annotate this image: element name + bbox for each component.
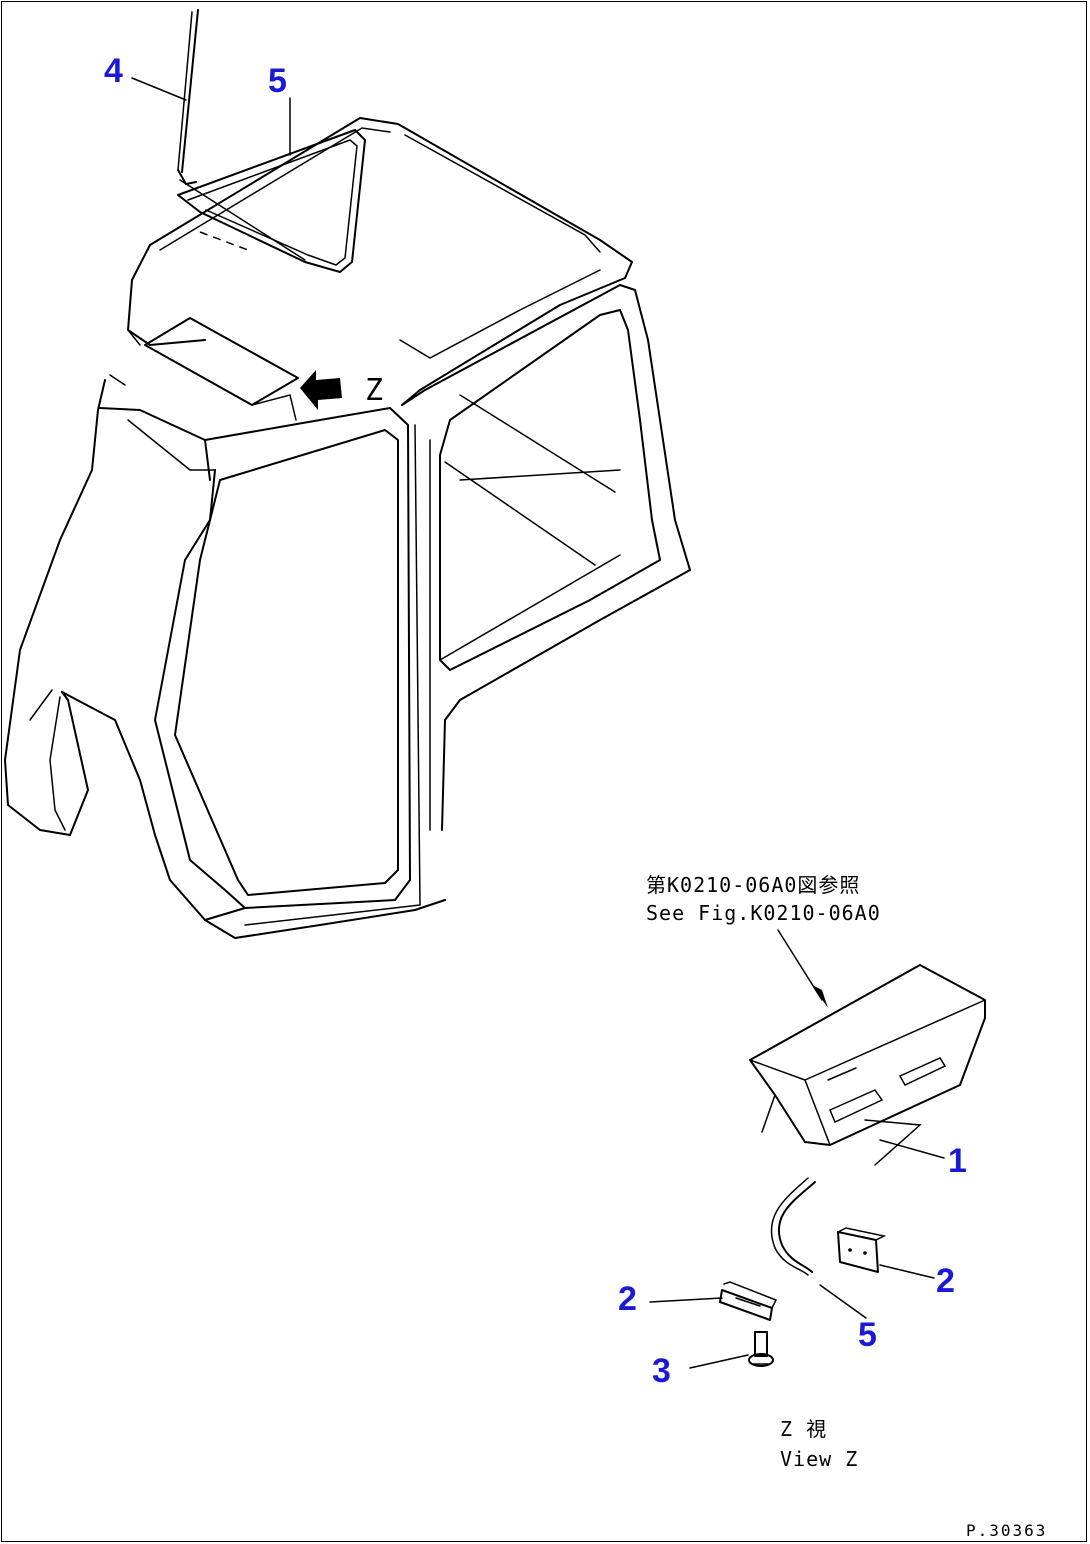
console-unit <box>749 964 986 1166</box>
leader-lines <box>131 77 945 1369</box>
callout-5-bottom: 5 <box>858 1316 877 1354</box>
bracket-right <box>837 1227 887 1273</box>
view-label-en: View Z <box>780 1447 858 1471</box>
cab-body <box>4 117 691 939</box>
drawing-number: P.30363 <box>966 1521 1047 1540</box>
callout-5-top: 5 <box>268 62 287 100</box>
cable-part <box>770 1177 816 1276</box>
callout-4: 4 <box>104 52 123 90</box>
callout-2-left: 2 <box>618 1280 637 1318</box>
reference-note-en: See Fig.K0210-06A0 <box>646 901 881 925</box>
callout-3: 3 <box>652 1352 671 1390</box>
bolt <box>748 1331 774 1367</box>
reference-note-jp: 第K0210-06A0図参照 <box>646 873 860 897</box>
bracket-left <box>719 1281 778 1321</box>
view-arrow-label: Z <box>365 373 384 408</box>
view-z-arrow: Z <box>300 370 384 410</box>
callout-1: 1 <box>948 1142 967 1180</box>
callout-2-right: 2 <box>936 1262 955 1300</box>
antenna-rod <box>177 9 199 185</box>
view-label-jp: Z 視 <box>780 1417 827 1441</box>
